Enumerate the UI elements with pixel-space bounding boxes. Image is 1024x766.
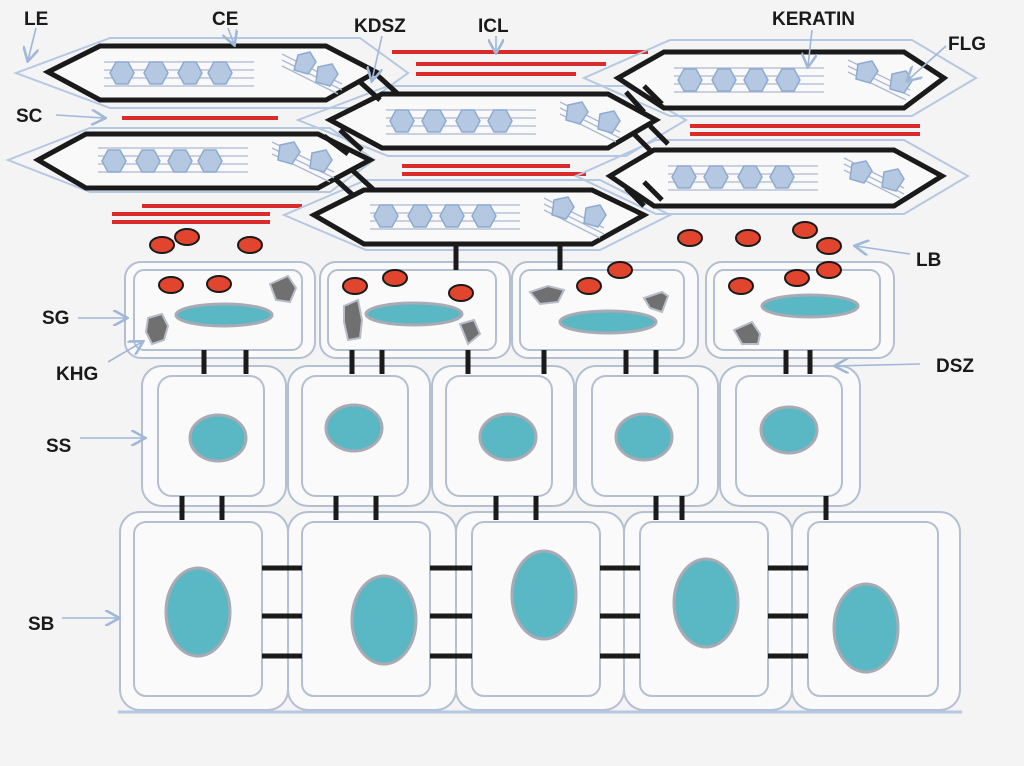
ce-arrow: [228, 27, 234, 44]
label-sc: SC: [16, 106, 43, 127]
corneodesmosomes: [322, 72, 670, 270]
lb-arrow: [856, 246, 911, 254]
corneocyte: [573, 139, 970, 215]
keratohyalin-granules: [144, 274, 762, 346]
nucleus: [510, 549, 578, 641]
nucleus: [759, 405, 819, 455]
stratum-spinosum: [141, 365, 861, 520]
nucleus: [760, 293, 860, 319]
corneocyte: [5, 127, 376, 193]
dsz-arrow: [836, 364, 921, 366]
corneocyte: [13, 37, 410, 109]
label-flg: FLG: [948, 34, 986, 55]
nucleus: [558, 309, 658, 335]
label-keratin: KERATIN: [772, 9, 855, 30]
label-sg: SG: [42, 308, 69, 329]
lamellar-bodies-granulosum: [158, 261, 842, 302]
label-icl: ICL: [478, 16, 509, 37]
label-ss: SS: [46, 436, 71, 457]
khg-arrow: [107, 342, 142, 363]
label-le: LE: [24, 9, 48, 30]
granulosum-spinosum-desmosomes: [201, 350, 813, 374]
nucleus: [364, 301, 464, 327]
nucleus: [164, 566, 232, 658]
label-ce: CE: [212, 9, 238, 30]
label-sb: SB: [28, 614, 54, 635]
spinosum-basale-desmosomes: [179, 496, 829, 520]
label-khg: KHG: [56, 364, 98, 385]
nucleus: [324, 403, 384, 453]
lamellar-bodies-free: [149, 221, 842, 255]
corneocyte: [295, 85, 688, 157]
label-dsz: DSZ: [936, 356, 974, 377]
labels: LE CE KDSZ ICL KERATIN FLG SC LB SG KHG …: [16, 9, 986, 635]
nucleus: [478, 412, 538, 462]
flg-arrow: [908, 45, 947, 80]
basale-desmosomes: [262, 565, 808, 659]
stratum-granulosum: [124, 261, 895, 374]
nucleus: [188, 413, 248, 463]
stratum-basale: [118, 511, 962, 714]
corneocyte: [281, 179, 673, 251]
le-arrow: [28, 27, 36, 60]
keratin-arrow: [808, 29, 812, 66]
sc-arrow: [55, 115, 104, 118]
nucleus: [614, 412, 674, 462]
label-lb: LB: [916, 250, 941, 271]
nucleus: [174, 302, 274, 328]
corneocyte: [581, 39, 978, 117]
nucleus: [832, 582, 900, 674]
label-arrows: [28, 27, 947, 618]
label-kdsz: KDSZ: [354, 16, 406, 37]
nucleus: [672, 557, 740, 649]
nucleus: [350, 574, 418, 666]
intercellular-lipids: [112, 50, 920, 224]
kdsz-arrow: [372, 35, 383, 80]
